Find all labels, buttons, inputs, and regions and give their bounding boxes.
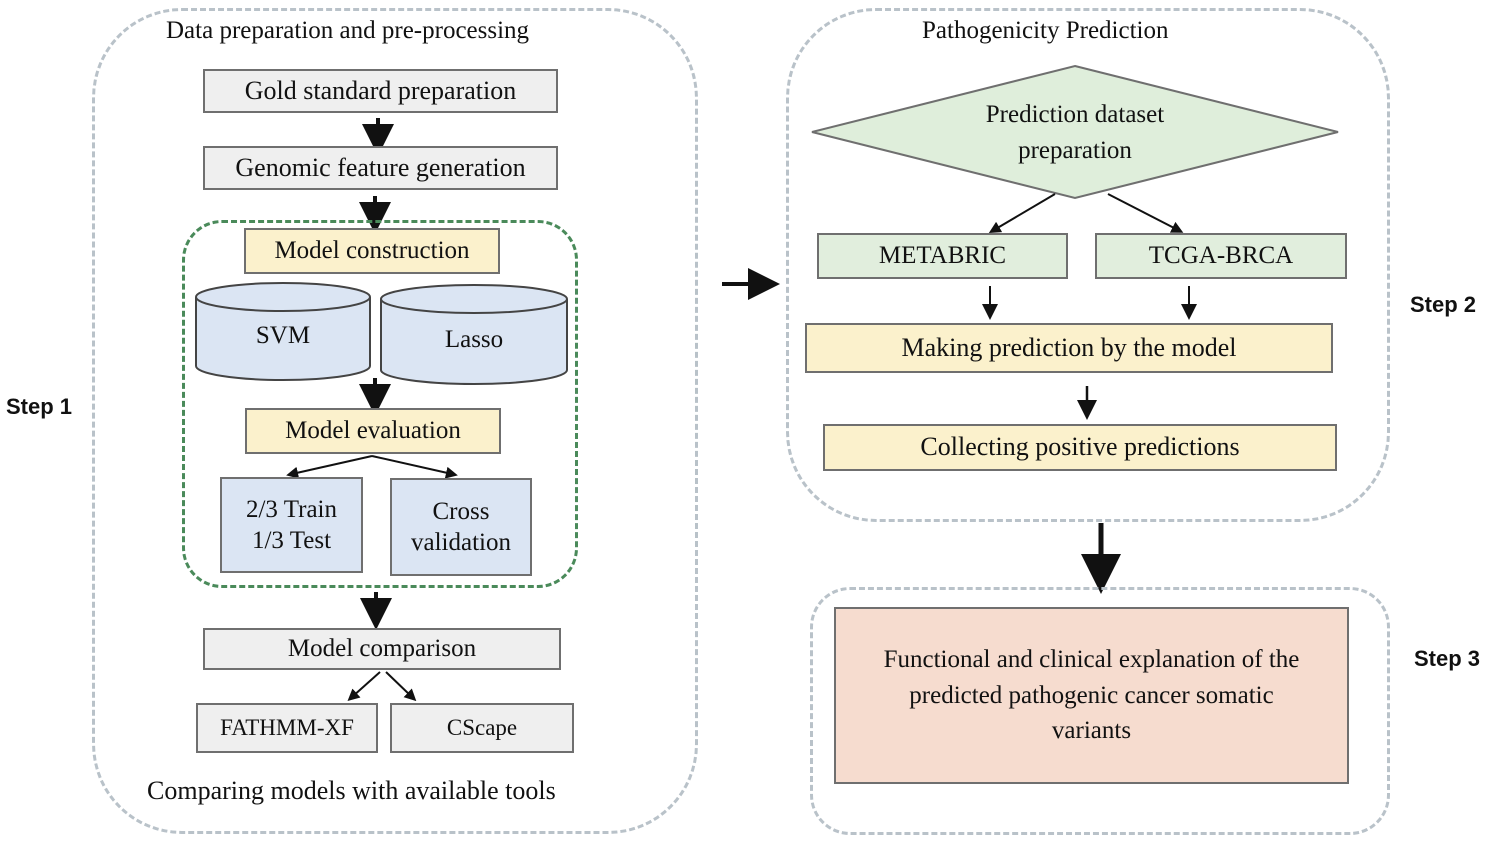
lasso-label: Lasso	[444, 326, 504, 353]
step3-panel	[810, 587, 1390, 835]
line-comparison-to-cscape	[385, 671, 417, 702]
tcga-box: TCGA-BRCA	[1095, 233, 1347, 279]
lasso-cylinder	[380, 284, 568, 385]
line-eval-to-cv	[371, 455, 458, 479]
line-comparison-to-fathmm	[347, 671, 381, 701]
cscape-box: CScape	[390, 703, 574, 753]
dataset-prep-label: Prediction dataset preparation	[985, 101, 1165, 165]
step2-panel	[786, 8, 1390, 522]
collecting-predictions-box: Collecting positive predictions	[823, 424, 1337, 471]
line-diamond-to-metabric	[988, 193, 1056, 234]
metabric-box: METABRIC	[817, 233, 1068, 279]
explanation-box: Functional and clinical explanation of t…	[834, 607, 1349, 784]
step1-caption: Comparing models with available tools	[147, 776, 556, 805]
dataset-prep-diamond	[811, 64, 1339, 200]
step2-panel-title: Pathogenicity Prediction	[922, 17, 1169, 44]
step2-label: Step 2	[1410, 292, 1477, 317]
model-evaluation-box: Model evaluation	[245, 408, 501, 454]
making-prediction-box: Making prediction by the model	[805, 323, 1333, 373]
svm-cylinder	[195, 282, 371, 381]
line-diamond-to-tcga	[1107, 193, 1184, 233]
cross-validation-box: Cross validation	[390, 478, 532, 576]
step1-panel-title: Data preparation and pre-processing	[166, 17, 530, 44]
step3-label: Step 3	[1414, 646, 1481, 671]
model-inner-panel	[182, 220, 578, 588]
svm-label: SVM	[255, 322, 311, 349]
gold-standard-box: Gold standard preparation	[203, 69, 558, 113]
step1-label: Step 1	[6, 394, 73, 419]
model-construction-box: Model construction	[244, 228, 500, 274]
genomic-feature-box: Genomic feature generation	[203, 146, 558, 190]
train-test-box: 2/3 Train 1/3 Test	[220, 477, 363, 573]
fathmm-box: FATHMM-XF	[196, 703, 378, 753]
step1-panel	[92, 8, 698, 834]
model-comparison-box: Model comparison	[203, 628, 561, 670]
line-eval-to-train	[286, 455, 373, 479]
